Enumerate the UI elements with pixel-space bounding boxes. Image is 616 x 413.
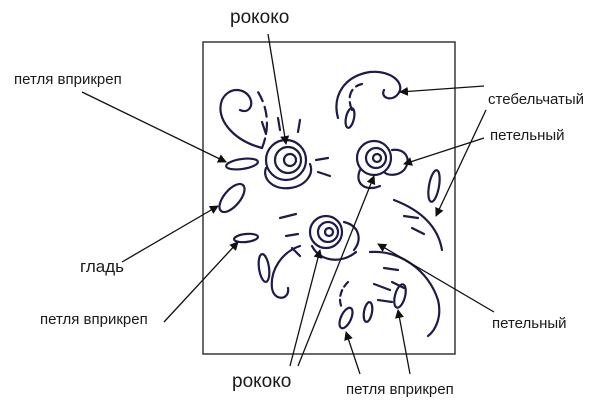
stem-curl xyxy=(335,70,402,120)
leader-buttonhole-1 xyxy=(403,137,485,166)
leader-stem-2 xyxy=(435,109,487,217)
leader-loop-tack-3a xyxy=(344,331,361,375)
loop-petal-1 xyxy=(225,157,259,171)
ornament-pattern xyxy=(218,70,444,338)
stem-curl-inner xyxy=(348,82,364,112)
leader-satin xyxy=(121,205,219,263)
label-loop-tack-3: петля вприкреп xyxy=(346,381,454,398)
leader-loop-tack-3b xyxy=(395,309,411,375)
leader-stem-1 xyxy=(399,85,485,96)
leader-lines xyxy=(81,33,495,375)
left-curl-tail xyxy=(256,90,268,150)
label-buttonhole-2: петельный xyxy=(492,315,567,332)
label-stem: стебельчатый xyxy=(488,91,585,108)
loop-petal-2 xyxy=(232,232,260,244)
left-curl xyxy=(219,88,264,150)
lower-left-curl xyxy=(270,244,302,299)
satin-leaf xyxy=(218,182,246,214)
leader-rococo-top xyxy=(267,33,290,145)
label-buttonhole-1: петельный xyxy=(490,127,565,144)
leader-loop-tack-1 xyxy=(81,91,227,163)
label-loop-tack-2: петля вприкреп xyxy=(40,311,148,328)
leader-rococo-b1 xyxy=(289,249,323,367)
leader-buttonhole-2 xyxy=(377,243,495,313)
leader-loop-tack-2 xyxy=(163,241,239,323)
rococo-rose-right xyxy=(355,139,409,190)
fabric-frame xyxy=(202,41,456,355)
rococo-rose-center xyxy=(308,214,360,261)
right-stem xyxy=(392,198,444,252)
label-rococo-top: рококо xyxy=(230,7,290,28)
loop-petal-3 xyxy=(338,306,354,330)
label-satin: гладь xyxy=(80,257,124,276)
leader-rococo-b2 xyxy=(297,175,376,367)
rococo-rose-top xyxy=(264,138,313,190)
right-petal xyxy=(427,169,441,203)
label-rococo-bottom: рококо xyxy=(232,371,292,392)
label-loop-tack-1: петля вприкреп xyxy=(14,71,122,88)
lower-right-sweep xyxy=(368,250,441,338)
